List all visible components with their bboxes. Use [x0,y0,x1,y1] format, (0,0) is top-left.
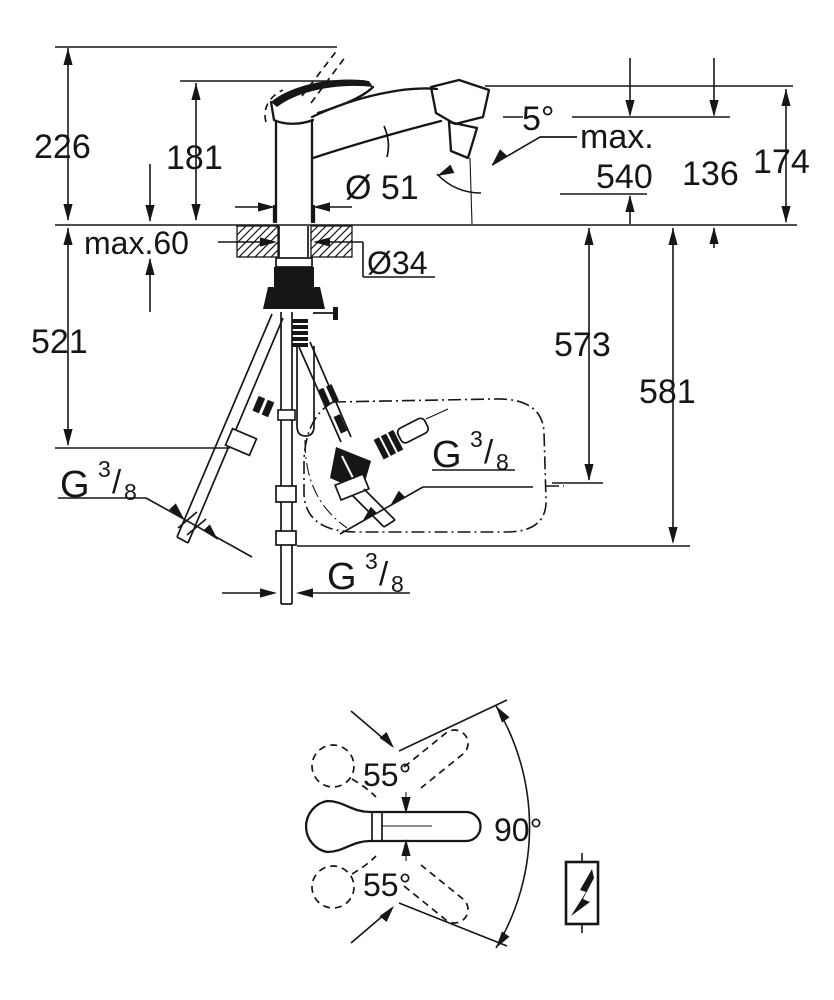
dim-top-edge-height: 174 [753,143,810,181]
dim-swivel-lower: 55° [363,867,411,903]
swivel-top-view [305,699,531,951]
dim-swivel-upper: 55° [363,757,411,793]
svg-text:3: 3 [470,426,483,452]
svg-text:G: G [432,434,462,476]
dim-left-hose-length: 521 [31,323,88,361]
lightning-bolt-icon [564,853,600,933]
thread-label-left: G 3 / 8 [60,456,137,506]
dim-spout-height: 181 [166,139,223,177]
dim-hose-depth: 581 [639,373,696,411]
dim-swivel-total: 90° [494,812,542,848]
dim-spray-angle: 5° [522,100,555,138]
dim-max-prefix: max. [580,118,654,156]
dim-deck-thickness: max.60 [84,225,189,261]
svg-text:G: G [327,556,357,598]
countertop-section [236,225,353,258]
faucet-side-view [264,48,491,225]
svg-text:8: 8 [124,479,137,505]
svg-text:G: G [60,464,90,506]
dim-spray-depth: 573 [554,326,611,364]
svg-text:3: 3 [98,456,111,482]
svg-text:8: 8 [391,571,404,597]
dim-max-pullout: 540 [596,158,653,196]
svg-text:/: / [379,555,389,592]
svg-text:/: / [484,433,494,470]
dimension-labels: 226 181 5° max. 540 136 174 max.60 Ø 51 … [31,100,810,903]
dimension-lines [55,46,797,598]
thread-label-bottom: G 3 / 8 [327,548,404,598]
dim-overall-height: 226 [34,128,91,166]
thread-label-middle: G 3 / 8 [432,426,509,476]
under-counter-plumbing [176,226,564,605]
dim-hole-diameter: Ø34 [367,245,427,281]
svg-text:3: 3 [365,548,378,574]
dim-outlet-height: 136 [682,155,739,193]
svg-text:8: 8 [496,449,509,475]
svg-text:/: / [112,463,122,500]
dim-base-diameter: Ø 51 [345,169,419,207]
